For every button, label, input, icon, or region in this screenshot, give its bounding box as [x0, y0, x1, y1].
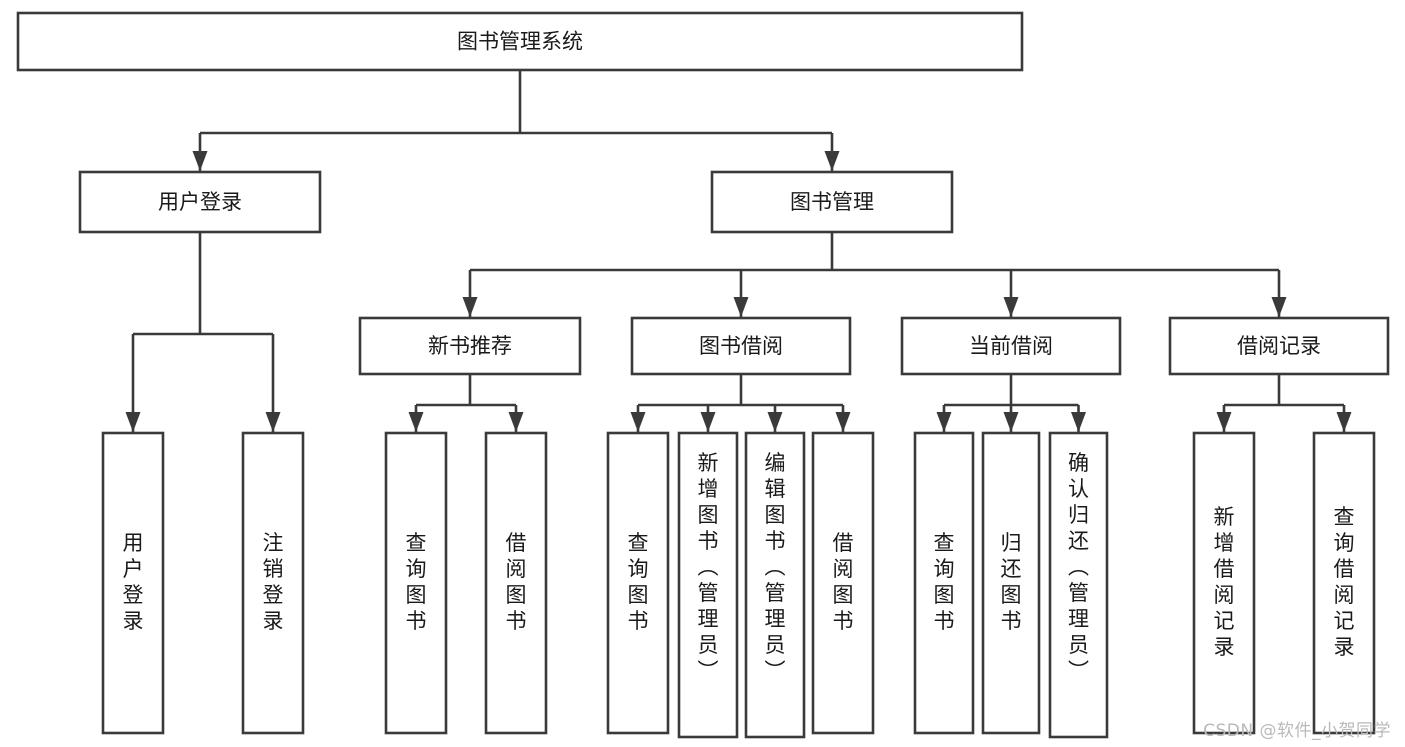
leaf-node-11-label: 新增借阅记录	[1214, 505, 1235, 659]
arrow-down-icon-level1-0	[192, 151, 208, 171]
level2-node-2-box[interactable]	[900, 316, 1122, 376]
arrow-down-icon-level1-1	[824, 151, 840, 171]
leaf-node-1-box[interactable]	[241, 431, 305, 735]
leaf-node-4-label: 查询图书	[628, 531, 649, 633]
leaf-node-8-label: 查询图书	[934, 531, 955, 633]
leaf-node-9[interactable]: 归还图书	[981, 431, 1041, 735]
arrow-down-icon-leaf-0-1	[508, 412, 524, 432]
level1-node-1-label: 图书管理	[790, 190, 874, 214]
leaf-node-5-box[interactable]	[677, 431, 739, 739]
level2-node-3-box[interactable]	[1168, 316, 1390, 376]
level1-node-1[interactable]: 图书管理	[710, 170, 954, 234]
level2-node-2-label: 当前借阅	[969, 334, 1053, 358]
leaf-node-12-box[interactable]	[1312, 431, 1376, 735]
leaf-node-11[interactable]: 新增借阅记录	[1192, 431, 1256, 735]
leaf-node-10-label: 确认归还︵管理员︶	[1068, 451, 1089, 683]
leaf-node-8-box[interactable]	[913, 431, 975, 735]
leaf-node-3-box[interactable]	[484, 431, 548, 735]
arrow-down-icon-leaf-3-0	[1216, 412, 1232, 432]
level2-node-1-label: 图书借阅	[699, 334, 783, 358]
leaf-node-7[interactable]: 借阅图书	[811, 431, 875, 735]
leaf-node-6-box[interactable]	[744, 431, 806, 739]
leaf-node-10-box[interactable]	[1048, 431, 1109, 739]
leaf-node-9-box[interactable]	[981, 431, 1041, 735]
leaf-node-2-box[interactable]	[384, 431, 448, 735]
level1-node-0-label: 用户登录	[158, 190, 242, 214]
leaf-node-3-label: 借阅图书	[506, 531, 527, 633]
arrow-down-icon-leaf-1-1	[700, 412, 716, 432]
leaf-node-11-box[interactable]	[1192, 431, 1256, 735]
leaf-node-0[interactable]: 用户登录	[101, 431, 165, 735]
root-node-book-management-system-label: 图书管理系统	[457, 30, 583, 54]
arrow-down-icon-leaf-1-2	[767, 412, 783, 432]
leaf-node-5[interactable]: 新增图书︵管理员︶	[677, 431, 739, 739]
arrow-down-icon-user-leaf-0	[125, 412, 141, 432]
leaf-node-3[interactable]: 借阅图书	[484, 431, 548, 735]
root-node-book-management-system-box[interactable]	[16, 11, 1024, 72]
connector-layer	[125, 70, 1352, 432]
arrow-down-icon-leaf-3-1	[1336, 412, 1352, 432]
arrow-down-icon-level2-1	[733, 297, 749, 317]
level1-node-0-box[interactable]	[78, 170, 322, 234]
arrow-down-icon-user-leaf-1	[265, 412, 281, 432]
level2-node-0-box[interactable]	[358, 316, 582, 376]
leaf-node-4[interactable]: 查询图书	[606, 431, 670, 735]
leaf-node-8[interactable]: 查询图书	[913, 431, 975, 735]
leaf-node-9-label: 归还图书	[1001, 531, 1022, 633]
node-layer: 图书管理系统用户登录图书管理新书推荐图书借阅当前借阅借阅记录用户登录注销登录查询…	[16, 11, 1390, 739]
arrow-down-icon-leaf-1-3	[835, 412, 851, 432]
leaf-node-0-box[interactable]	[101, 431, 165, 735]
level2-node-0[interactable]: 新书推荐	[358, 316, 582, 376]
arrow-down-icon-leaf-2-0	[936, 412, 952, 432]
leaf-node-6[interactable]: 编辑图书︵管理员︶	[744, 431, 806, 739]
leaf-node-1[interactable]: 注销登录	[241, 431, 305, 735]
level2-node-1-box[interactable]	[630, 316, 852, 376]
level2-node-0-label: 新书推荐	[428, 334, 512, 358]
leaf-node-2-label: 查询图书	[406, 531, 427, 633]
arrow-down-icon-level2-2	[1003, 297, 1019, 317]
level2-node-3[interactable]: 借阅记录	[1168, 316, 1390, 376]
leaf-node-10[interactable]: 确认归还︵管理员︶	[1048, 431, 1109, 739]
leaf-node-7-label: 借阅图书	[833, 531, 854, 633]
level1-node-0[interactable]: 用户登录	[78, 170, 322, 234]
arrow-down-icon-leaf-0-0	[408, 412, 424, 432]
level2-node-2[interactable]: 当前借阅	[900, 316, 1122, 376]
leaf-node-7-box[interactable]	[811, 431, 875, 735]
level1-node-1-box[interactable]	[710, 170, 954, 234]
level2-node-3-label: 借阅记录	[1237, 334, 1321, 358]
arrow-down-icon-leaf-1-0	[630, 412, 646, 432]
level2-node-1[interactable]: 图书借阅	[630, 316, 852, 376]
root-node-book-management-system[interactable]: 图书管理系统	[16, 11, 1024, 72]
leaf-node-12-label: 查询借阅记录	[1334, 505, 1355, 659]
leaf-node-2[interactable]: 查询图书	[384, 431, 448, 735]
leaf-node-1-label: 注销登录	[263, 531, 284, 633]
leaf-node-6-label: 编辑图书︵管理员︶	[765, 451, 786, 683]
leaf-node-0-label: 用户登录	[123, 531, 144, 633]
arrow-down-icon-leaf-2-1	[1003, 412, 1019, 432]
leaf-node-4-box[interactable]	[606, 431, 670, 735]
arrow-down-icon-leaf-2-2	[1071, 412, 1086, 432]
arrow-down-icon-level2-3	[1271, 297, 1287, 317]
leaf-node-12[interactable]: 查询借阅记录	[1312, 431, 1376, 735]
arrow-down-icon-level2-0	[462, 297, 478, 317]
leaf-node-5-label: 新增图书︵管理员︶	[698, 451, 719, 683]
